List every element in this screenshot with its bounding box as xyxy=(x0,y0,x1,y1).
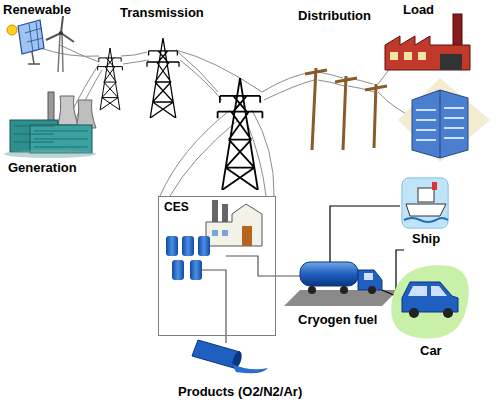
box-label: CES xyxy=(159,197,194,217)
product-label: Cryogen fuel xyxy=(298,312,377,327)
section-label: Transmission xyxy=(120,5,204,20)
section-label: Renewable xyxy=(3,2,71,17)
product-label: Car xyxy=(420,343,442,358)
product-label: Ship xyxy=(412,231,440,246)
distribution-poles xyxy=(305,68,387,150)
product-pipe xyxy=(192,340,268,373)
cryogen-truck xyxy=(284,262,398,306)
car-icon xyxy=(391,265,469,338)
section-label: Load xyxy=(403,2,434,17)
section-label: Generation xyxy=(8,160,77,175)
ship-icon xyxy=(402,178,448,228)
product-label: Products (O2/N2/Ar) xyxy=(178,384,302,399)
medium-tower xyxy=(147,38,179,118)
fuel-line xyxy=(226,256,300,276)
load-building xyxy=(398,78,490,162)
cryogen-tanks xyxy=(166,236,210,280)
small-tower xyxy=(98,48,123,110)
load-factory xyxy=(385,14,470,70)
generation-plant xyxy=(4,92,96,158)
ces-plant xyxy=(206,200,262,246)
process-box: CES xyxy=(158,196,276,336)
ship-line xyxy=(330,206,400,262)
section-label: Distribution xyxy=(298,8,371,23)
power-wires xyxy=(40,45,415,196)
renewable-icons xyxy=(7,16,74,72)
product-line xyxy=(200,270,226,343)
large-tower xyxy=(218,78,263,190)
